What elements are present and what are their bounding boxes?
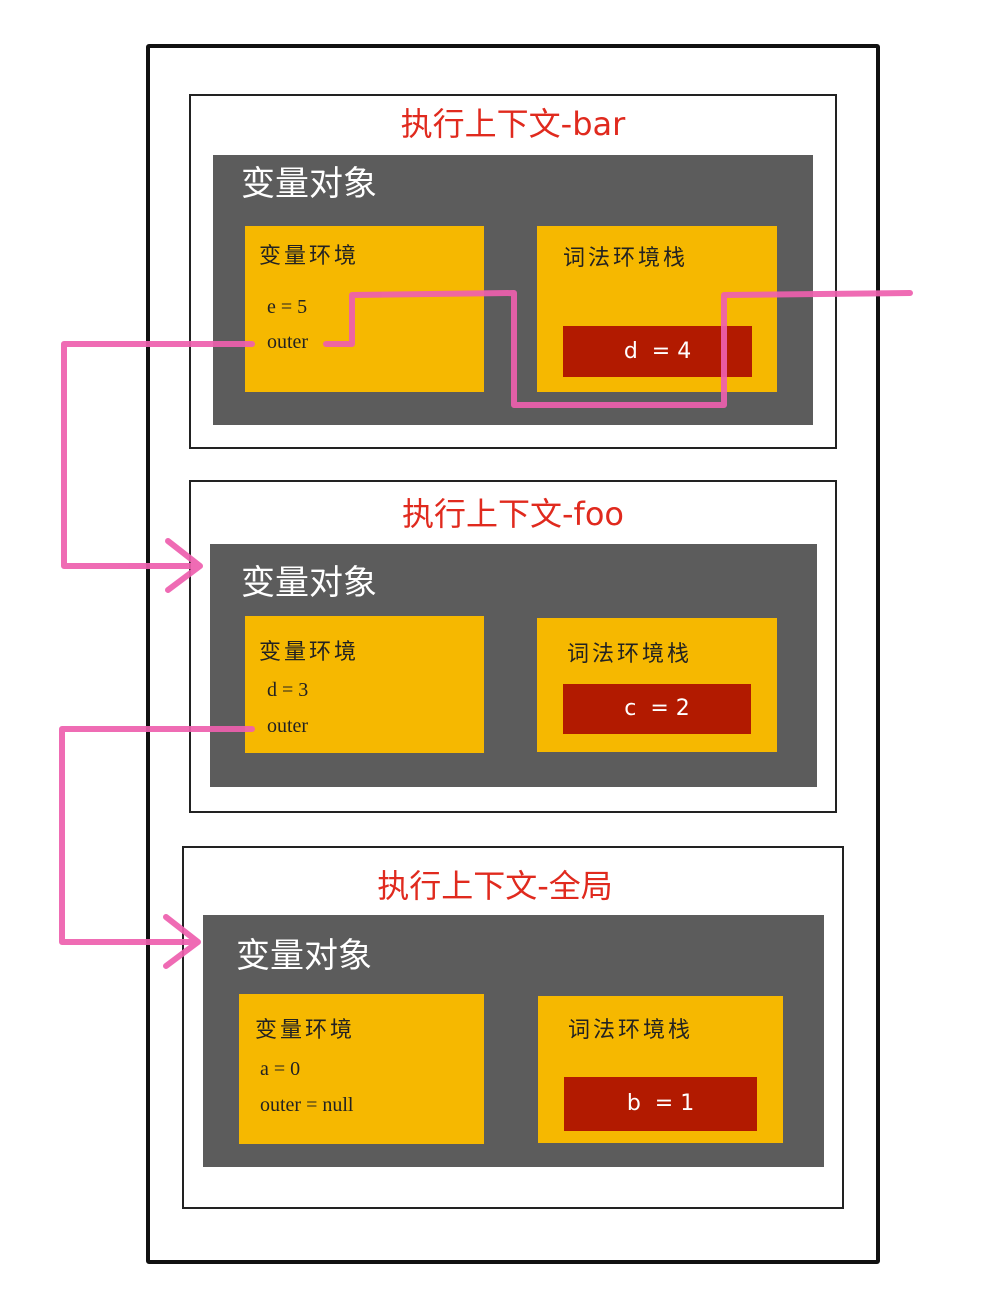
outer-reference: outer = null [260, 1094, 354, 1116]
outer-reference: outer [267, 715, 309, 737]
variable-environment-title: 变量环境 [259, 244, 360, 269]
variable-entry: d = 3 [267, 679, 309, 701]
variable-entry: a = 0 [260, 1058, 301, 1080]
call-stack-frame [146, 44, 880, 1264]
lexical-environment-title: 词法环境栈 [563, 246, 689, 271]
variable-environment: 变量环境 d = 3 outer [245, 616, 484, 753]
context-title: 执行上下文-foo [402, 495, 624, 533]
lexical-environment-title: 词法环境栈 [567, 642, 693, 667]
variable-object-title: 变量对象 [236, 936, 372, 976]
lexical-entry: d = 4 [563, 326, 752, 377]
lexical-entry: c = 2 [563, 684, 751, 734]
variable-object-title: 变量对象 [241, 563, 377, 603]
variable-environment: 变量环境 a = 0 outer = null [239, 994, 484, 1144]
variable-environment: 变量环境 e = 5 outer [245, 226, 484, 392]
context-title: 执行上下文-bar [400, 105, 626, 143]
lexical-environment-title: 词法环境栈 [568, 1018, 694, 1043]
variable-entry: e = 5 [267, 296, 308, 318]
variable-object-title: 变量对象 [241, 164, 377, 204]
lexical-entry: b = 1 [564, 1077, 757, 1131]
variable-environment-title: 变量环境 [259, 640, 360, 665]
variable-environment-title: 变量环境 [255, 1018, 356, 1043]
context-title: 执行上下文-全局 [377, 867, 613, 905]
outer-reference: outer [267, 331, 309, 353]
